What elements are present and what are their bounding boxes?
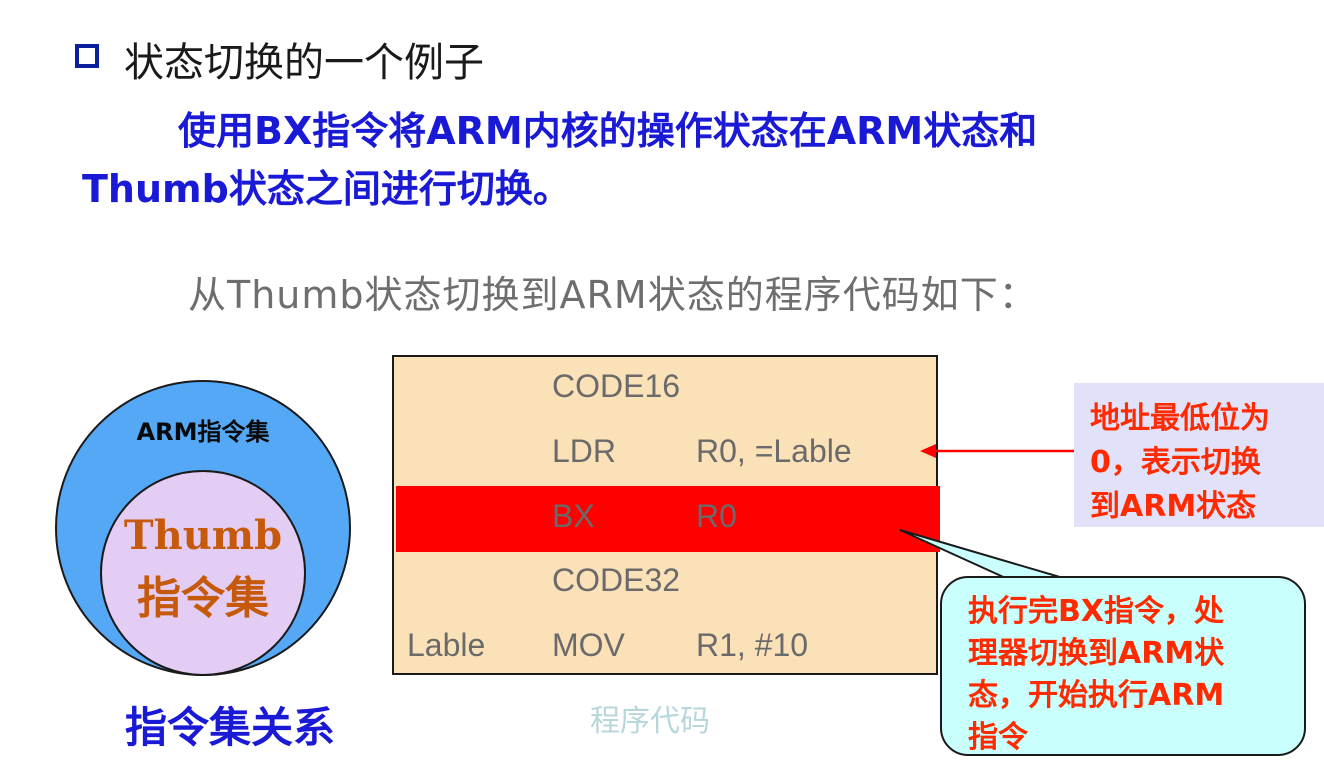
intro-line-1: 使用BX指令将ARM内核的操作状态在ARM状态和 [178,109,1038,153]
code-line-5-op: MOV [552,627,625,663]
code-line-5-label: Lable [407,627,486,663]
code-line-2-arg: R0, =Lable [696,433,852,469]
thumb-set-label: 指令集 [137,573,269,624]
code-line-5-arg: R1, #10 [696,627,809,663]
bx-note-line-4: 指令 [968,720,1028,755]
code-line-2-op: LDR [552,433,617,469]
bx-note-line-2: 理器切换到ARM状 [968,636,1225,671]
thumb-label: Thumb [123,512,283,559]
bx-execution-note: 执行完BX指令，处 理器切换到ARM状 态，开始执行ARM 指令 [940,576,1306,756]
thumb-instruction-set-circle [100,470,306,676]
address-note-line-1: 地址最低位为 [1090,401,1270,436]
code-intro-text: 从Thumb状态切换到ARM状态的程序代码如下： [188,273,1038,317]
code-line-3-arg: R0 [696,498,737,534]
bx-note-line-1: 执行完BX指令，处 [968,594,1224,629]
code-line-3-op: BX [552,498,595,534]
bx-note-line-3: 态，开始执行ARM [968,678,1225,713]
instruction-set-relation-caption: 指令集关系 [124,703,335,752]
hollow-square-bullet-icon [75,44,99,68]
code-highlight-bar [396,486,940,552]
arm-instruction-set-label: ARM指令集 [136,418,270,446]
arrow-head-icon [920,444,936,458]
address-bit-note: 地址最低位为 0，表示切换 到ARM状态 [1074,383,1324,527]
code-line-4-op: CODE32 [552,562,681,598]
code-line-1-op: CODE16 [552,368,681,404]
slide-title: 状态切换的一个例子 [124,40,484,86]
bubble-tail [899,529,1071,581]
address-note-line-3: 到ARM状态 [1090,489,1257,524]
address-note-line-2: 0，表示切换 [1090,445,1261,480]
code-caption: 程序代码 [590,704,710,739]
intro-line-2: Thumb状态之间进行切换。 [82,167,571,211]
